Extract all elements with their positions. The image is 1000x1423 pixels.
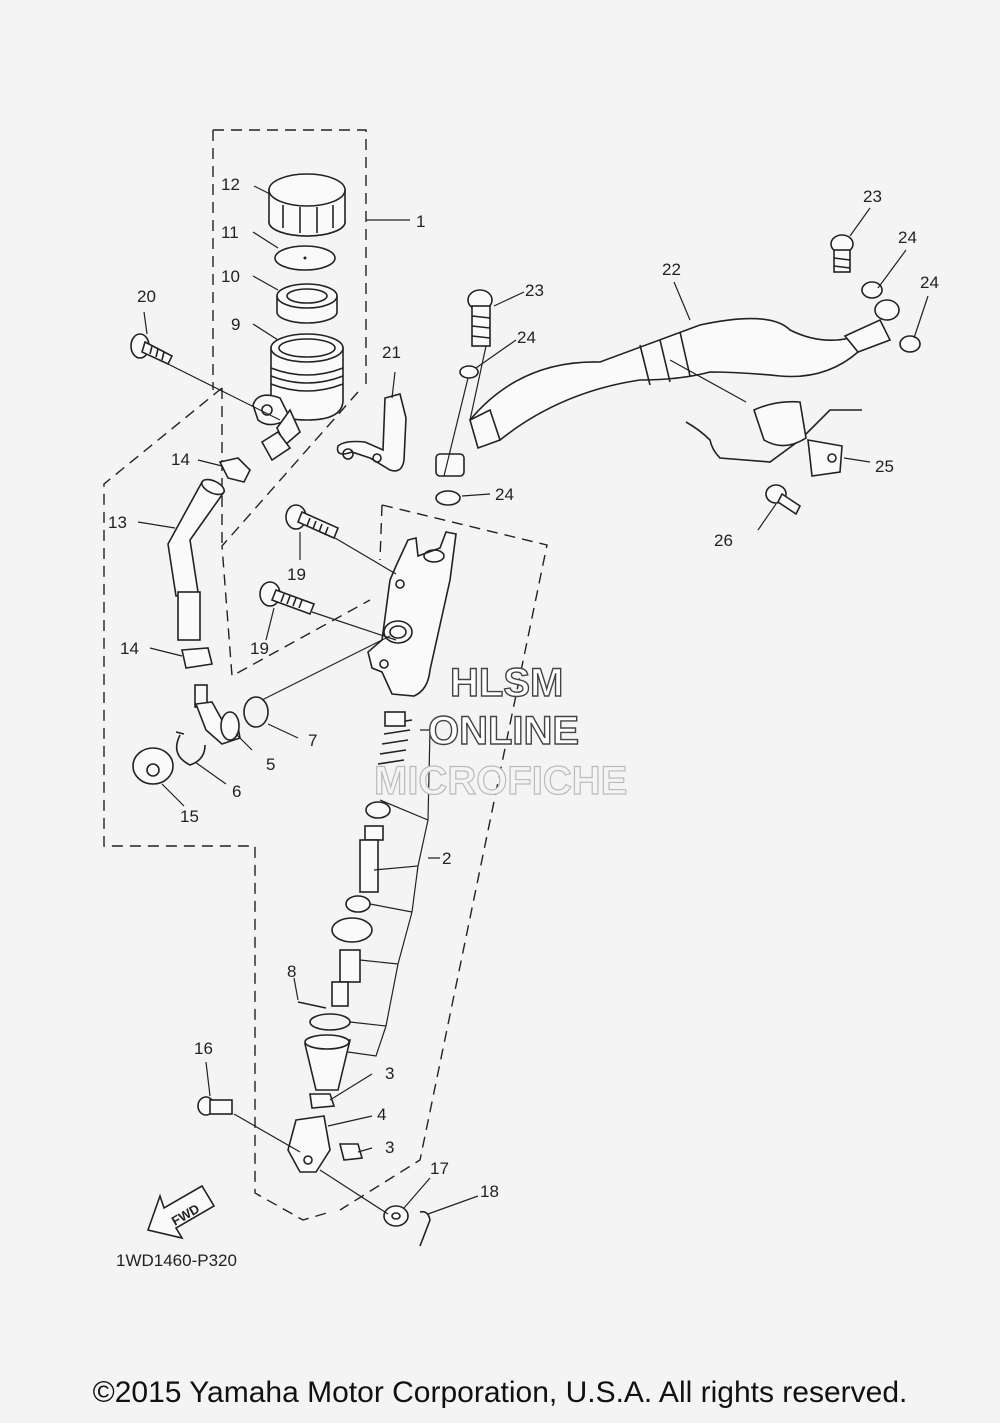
reservoir-cap xyxy=(268,173,346,237)
hose-clip-upper xyxy=(218,457,251,483)
watermark-line-1: HLSM xyxy=(450,661,563,705)
reservoir-hose xyxy=(167,478,226,641)
union-bolt-lower xyxy=(467,289,493,347)
figure-code: 1WD1460-P320 xyxy=(116,1251,237,1270)
banjo-fitting xyxy=(435,453,465,477)
part-number-2: 2 xyxy=(442,849,451,868)
part-number-6: 6 xyxy=(232,782,241,801)
clevis xyxy=(287,1115,331,1173)
copper-washer-3 xyxy=(861,281,883,299)
hose-clip-lower xyxy=(181,647,213,669)
copper-washer-4 xyxy=(899,335,921,353)
reservoir-tank xyxy=(252,333,344,462)
locknut-lower xyxy=(338,1143,364,1161)
copper-washer-1 xyxy=(459,365,479,379)
part-number-13: 13 xyxy=(108,513,127,532)
union-bolt-upper xyxy=(830,234,854,273)
plain-washer xyxy=(383,1205,409,1227)
part-number-24c: 24 xyxy=(898,228,917,247)
part-number-19: 19 xyxy=(287,565,306,584)
part-number-20: 20 xyxy=(137,287,156,306)
part-number-10: 10 xyxy=(221,267,240,286)
reservoir-bolt xyxy=(130,333,174,366)
reservoir-bracket xyxy=(336,393,407,472)
o-ring xyxy=(243,696,269,728)
part-number-21: 21 xyxy=(382,343,401,362)
part-number-24b: 24 xyxy=(495,485,514,504)
part-number-17: 17 xyxy=(430,1159,449,1178)
circlip xyxy=(175,731,206,766)
cylinder-bolt-upper xyxy=(285,504,340,540)
part-number-3: 3 xyxy=(385,1064,394,1083)
master-cylinder-body xyxy=(367,531,457,697)
part-number-11: 11 xyxy=(221,223,239,242)
cotter-pin xyxy=(419,1210,431,1247)
part-number-24: 24 xyxy=(517,328,536,347)
watermark-line-2: ONLINE xyxy=(428,709,579,753)
part-number-16: 16 xyxy=(194,1039,213,1058)
part-number-19b: 19 xyxy=(250,639,269,658)
fwd-arrow-icon: FWD xyxy=(146,1184,216,1240)
copper-washer-2 xyxy=(435,490,461,506)
part-number-9: 9 xyxy=(231,315,240,334)
hose-guide xyxy=(685,400,862,477)
part-number-14b: 14 xyxy=(120,639,139,658)
part-number-1: 1 xyxy=(416,212,425,231)
part-number-3b: 3 xyxy=(385,1138,394,1157)
grommet xyxy=(132,747,174,785)
part-number-4: 4 xyxy=(377,1105,386,1124)
reservoir-diaphragm xyxy=(276,283,338,324)
cylinder-bolt-lower xyxy=(259,581,316,616)
hose-joint xyxy=(194,684,241,745)
part-number-12: 12 xyxy=(221,175,240,194)
assembly-outline-reservoir xyxy=(212,129,367,390)
copyright-notice: ©2015 Yamaha Motor Corporation, U.S.A. A… xyxy=(92,1376,908,1409)
part-number-26: 26 xyxy=(714,531,733,550)
clevis-pin xyxy=(197,1096,233,1116)
part-number-14: 14 xyxy=(171,450,190,469)
part-number-23: 23 xyxy=(525,281,544,300)
part-number-7: 7 xyxy=(308,731,317,750)
part-number-5: 5 xyxy=(266,755,275,774)
brake-hose xyxy=(468,299,900,450)
locknut-upper xyxy=(309,1093,336,1109)
part-number-15: 15 xyxy=(180,807,199,826)
part-number-23b: 23 xyxy=(863,187,882,206)
part-number-18: 18 xyxy=(480,1182,499,1201)
part-number-25: 25 xyxy=(875,457,894,476)
assembly-outline-master-cylinder xyxy=(339,504,548,1211)
watermark-line-3: MICROFICHE xyxy=(374,759,627,803)
diaphragm-plate xyxy=(274,245,336,271)
guide-bolt xyxy=(765,484,802,516)
cylinder-kit xyxy=(297,711,413,1091)
part-number-22: 22 xyxy=(662,260,681,279)
leader-lines xyxy=(137,185,929,1215)
part-number-8: 8 xyxy=(287,962,296,981)
part-number-24d: 24 xyxy=(920,273,939,292)
